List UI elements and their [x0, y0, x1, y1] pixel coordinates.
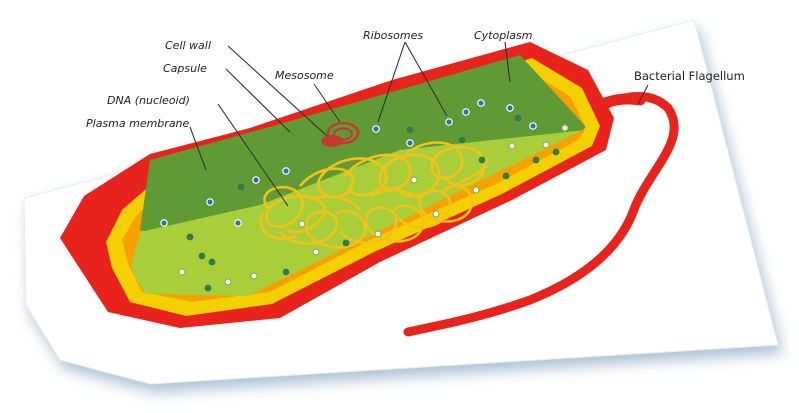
label-cell-wall: Cell wall — [165, 39, 211, 52]
label-flagellum: Bacterial Flagellum — [634, 69, 745, 83]
label-plasma-membrane: Plasma membrane — [86, 117, 190, 130]
label-ribosomes: Ribosomes — [363, 29, 423, 42]
label-dna: DNA (nucleoid) — [107, 94, 190, 107]
label-cytoplasm: Cytoplasm — [474, 29, 532, 42]
label-capsule: Capsule — [163, 62, 207, 75]
label-mesosome: Mesosome — [275, 69, 334, 82]
